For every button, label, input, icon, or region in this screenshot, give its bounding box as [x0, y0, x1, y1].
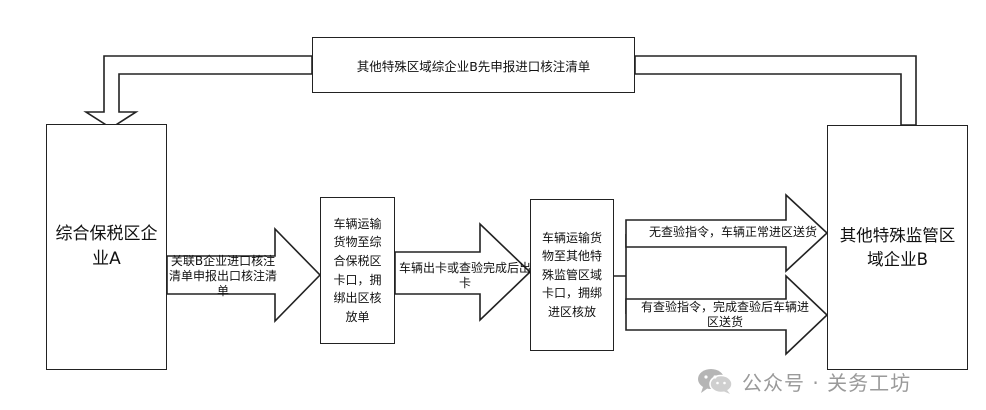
node-enterprise-a-label: 综合保税区企业A	[55, 224, 158, 269]
wechat-icon	[698, 369, 733, 394]
top-loop-arrow	[634, 55, 917, 126]
top-flow-box: 其他特殊区域综企业B先申报进口核注清单	[312, 37, 635, 93]
node-exit-checkpoint: 车辆运输货物至综合保税区卡口，拥绑出区核放单	[320, 197, 395, 344]
node-enterprise-a: 综合保税区企业A	[46, 124, 167, 370]
edge-label-a-to-mid1: 关联B企业进口核注清单申报出口核注清单	[169, 253, 278, 298]
branch-connector	[614, 234, 627, 314]
node-enterprise-b-label: 其他特殊监管区域企业B	[839, 225, 956, 269]
arrow-no-inspection	[625, 193, 829, 273]
top-flow-label: 其他特殊区域综企业B先申报进口核注清单	[356, 58, 591, 74]
arrow-with-inspection	[625, 274, 829, 356]
node-entry-checkpoint: 车辆运输货物至其他特殊监管区域卡口，拥绑进区核放	[530, 199, 614, 351]
edge-label-mid1-to-mid2: 车辆出卡或查验完成后出卡	[398, 261, 531, 290]
top-loop-arrow-left	[83, 55, 313, 129]
watermark: 公众号 · 关务工坊	[696, 367, 911, 395]
node-exit-checkpoint-label: 车辆运输货物至综合保税区卡口，拥绑出区核放单	[333, 216, 382, 324]
node-entry-checkpoint-label: 车辆运输货物至其他特殊监管区域卡口，拥绑进区核放	[541, 230, 602, 319]
arrow-mid1-to-mid2	[394, 222, 532, 322]
arrow-a-to-mid1	[166, 227, 322, 323]
edge-label-with-inspection: 有查验指令，完成查验后车辆进区送货	[640, 300, 809, 329]
edge-label-no-inspection: 无查验指令，车辆正常进区送货	[648, 224, 817, 239]
watermark-text: 公众号 · 关务工坊	[742, 370, 912, 395]
node-enterprise-b: 其他特殊监管区域企业B	[827, 125, 968, 370]
